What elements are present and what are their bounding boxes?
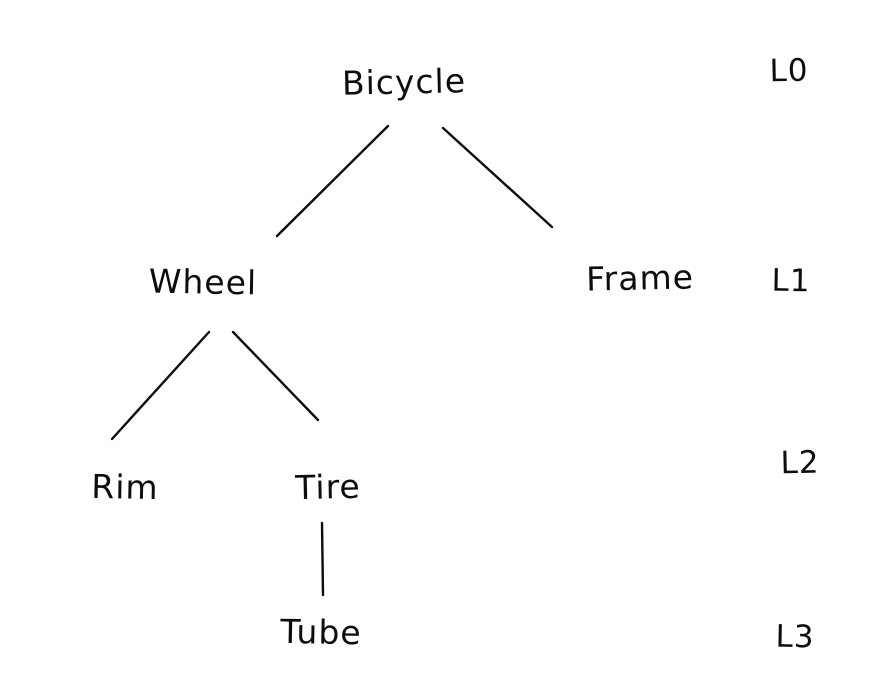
level-label-l2: L2 bbox=[780, 444, 820, 482]
edge-tire-tube bbox=[320, 521, 325, 597]
level-label-l0: L0 bbox=[769, 52, 809, 90]
edge-bicycle-wheel bbox=[275, 124, 390, 238]
node-tire: Tire bbox=[294, 466, 362, 508]
node-tube: Tube bbox=[280, 611, 362, 653]
node-bicycle: Bicycle bbox=[341, 61, 467, 103]
node-rim: Rim bbox=[91, 466, 159, 508]
level-label-l3: L3 bbox=[775, 618, 815, 656]
level-label-l1: L1 bbox=[771, 262, 811, 300]
edge-wheel-tire bbox=[231, 330, 320, 422]
node-wheel: Wheel bbox=[148, 261, 258, 303]
edge-bicycle-frame bbox=[441, 126, 554, 229]
node-frame: Frame bbox=[585, 257, 695, 299]
edge-wheel-rim bbox=[110, 330, 211, 441]
